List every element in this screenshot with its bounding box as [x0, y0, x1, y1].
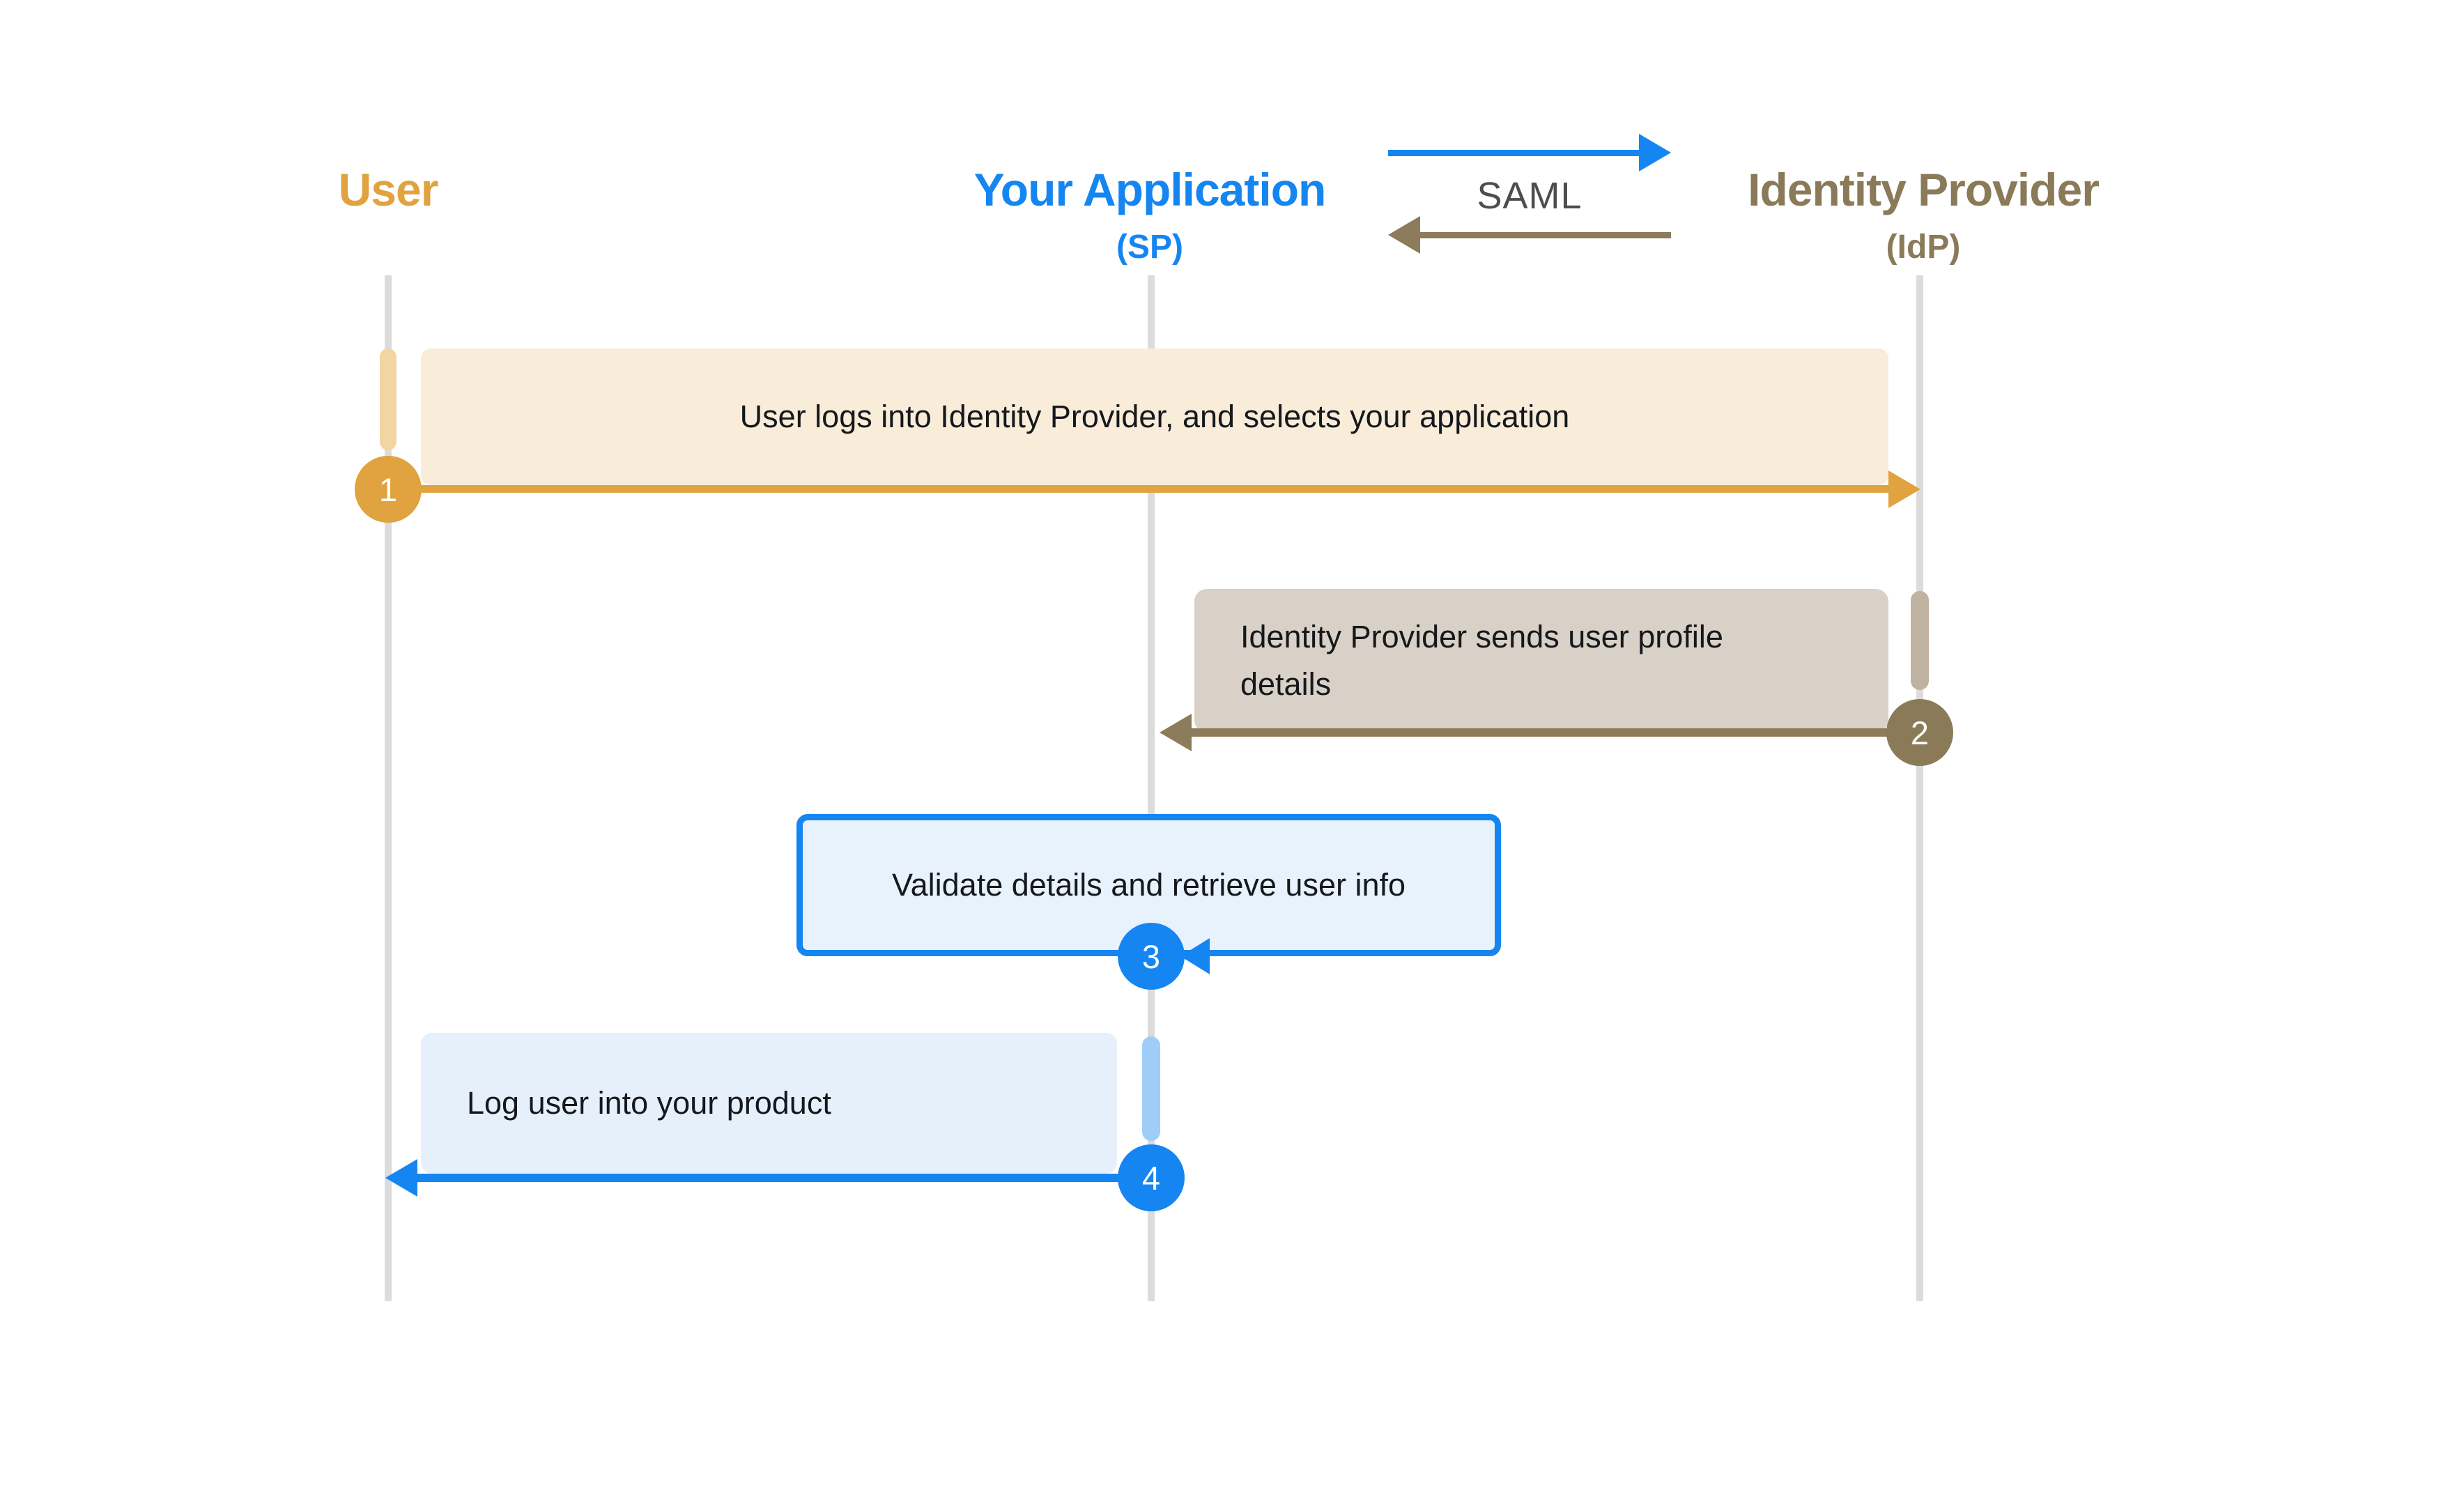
step-2-text: Identity Provider sends user profile det… — [1240, 619, 1723, 702]
actor-application-title: Your Application — [973, 164, 1327, 215]
actor-idp-title: Identity Provider — [1748, 164, 2100, 215]
step-2-arrow-line — [1189, 728, 1920, 737]
step-1-note: User logs into Identity Provider, and se… — [421, 348, 1888, 485]
step-1-arrow-line — [388, 485, 1890, 493]
step-4-note: Log user into your product — [421, 1033, 1117, 1174]
activation-bar-application — [1142, 1036, 1160, 1141]
actor-idp-sublabel: (IdP) — [1886, 229, 1961, 266]
step-1-text: User logs into Identity Provider, and se… — [739, 399, 1570, 434]
saml-right-arrow-line — [1388, 150, 1639, 156]
step-2-badge: 2 — [1886, 699, 1953, 766]
step-3-badge: 3 — [1118, 923, 1185, 990]
step-3-arrowhead-icon — [1180, 938, 1210, 974]
activation-bar-user — [380, 348, 396, 450]
step-1-badge: 1 — [355, 456, 422, 523]
step-4-arrow-line — [415, 1174, 1151, 1182]
step-4-text: Log user into your product — [467, 1085, 831, 1121]
saml-right-arrowhead-icon — [1639, 134, 1671, 171]
saml-protocol-label: SAML — [1477, 175, 1583, 217]
actor-application-sublabel: (SP) — [1116, 229, 1183, 266]
step-1-arrowhead-icon — [1888, 470, 1920, 508]
step-2-note: Identity Provider sends user profile det… — [1194, 589, 1888, 733]
lifeline-application — [1148, 275, 1155, 1301]
lifeline-user — [385, 275, 392, 1301]
saml-left-arrowhead-icon — [1388, 216, 1420, 254]
activation-bar-idp — [1911, 591, 1929, 690]
lifeline-idp — [1916, 275, 1923, 1301]
step-4-arrowhead-icon — [385, 1159, 417, 1197]
actor-user-title: User — [338, 164, 439, 215]
step-2-arrowhead-icon — [1160, 714, 1192, 751]
step-3-text: Validate details and retrieve user info — [891, 867, 1406, 903]
saml-left-arrow-line — [1420, 232, 1671, 238]
step-4-badge: 4 — [1118, 1144, 1185, 1211]
